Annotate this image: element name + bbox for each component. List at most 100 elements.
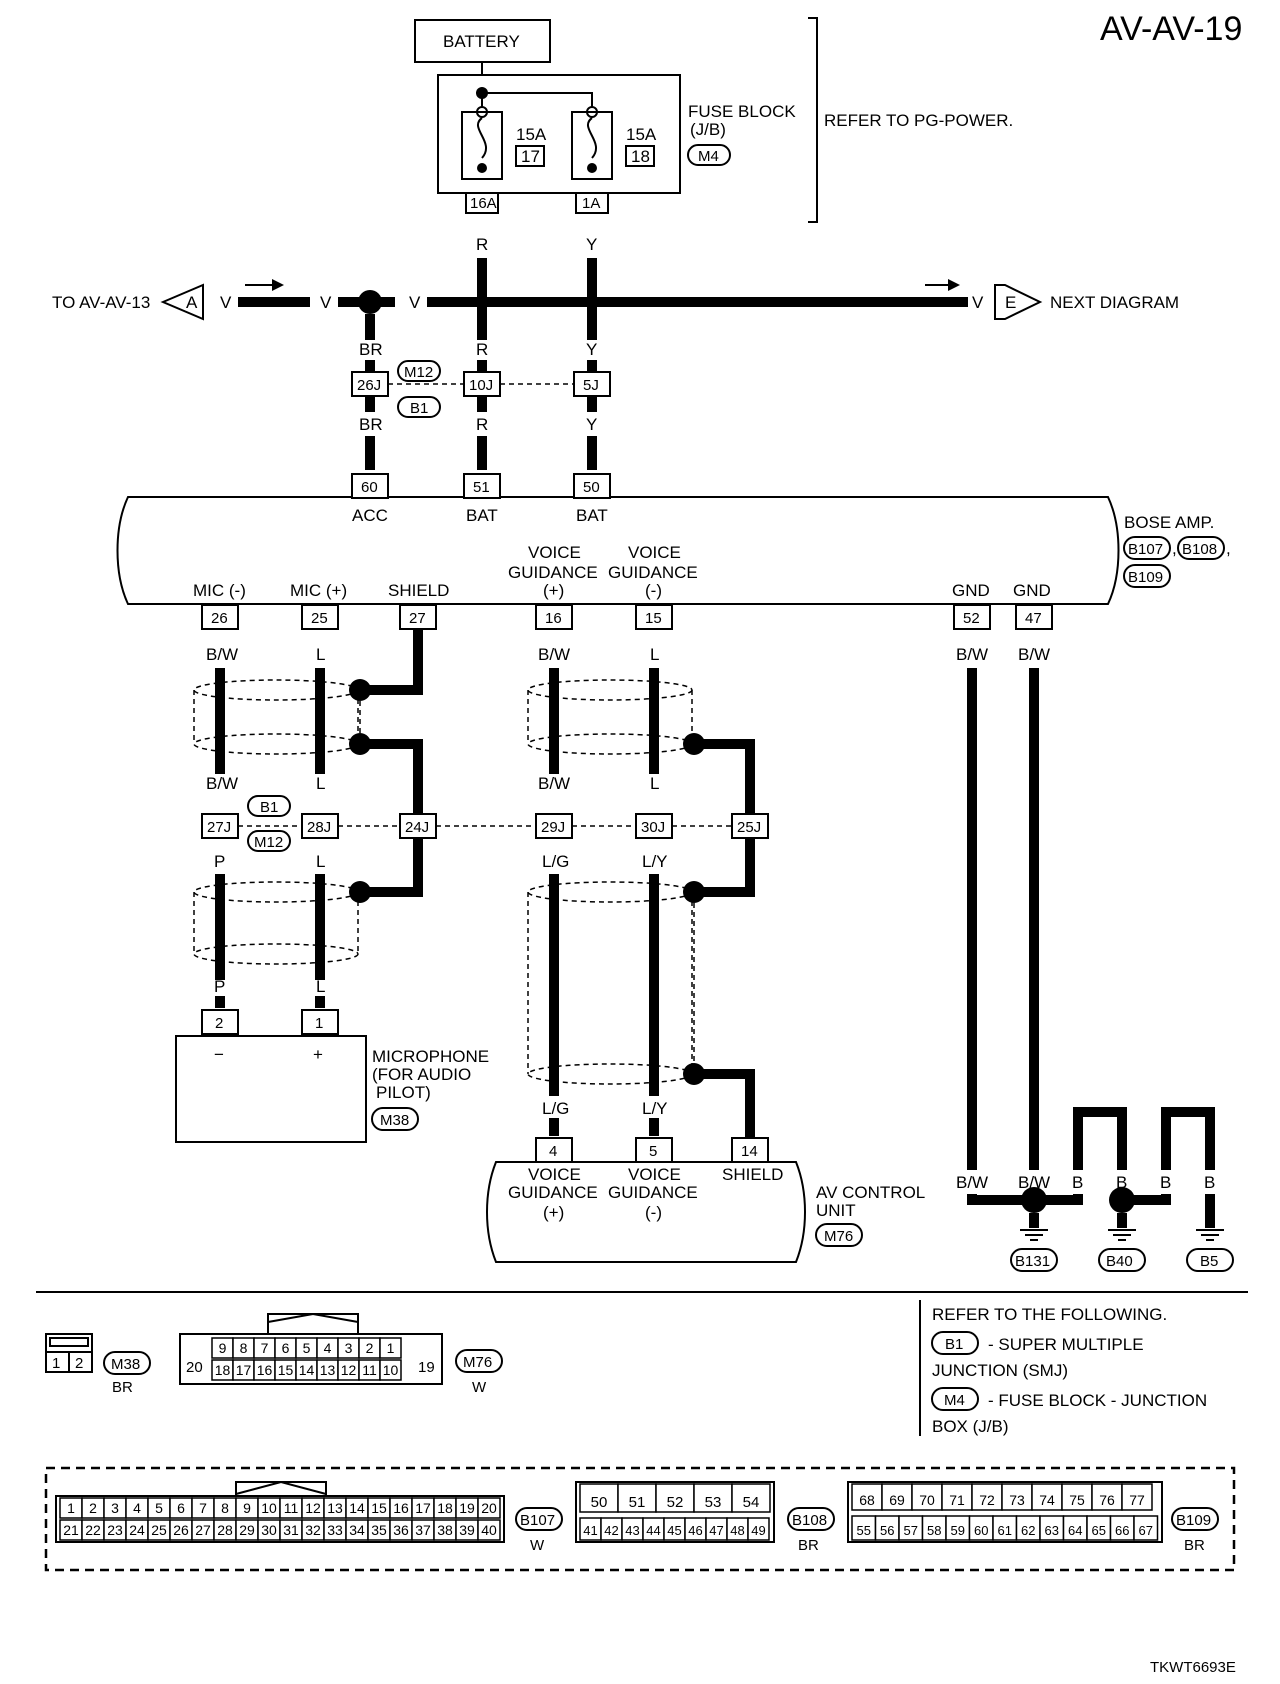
wire-color-b: B (1072, 1173, 1083, 1192)
pin: 44 (646, 1523, 660, 1538)
pin: 32 (305, 1522, 321, 1538)
pin: 7 (261, 1340, 269, 1356)
pin-cell (379, 1359, 402, 1381)
amp-term: 16 (545, 610, 562, 627)
junction-mid-term: 28J (307, 819, 331, 836)
pin: 11 (362, 1362, 377, 1378)
av-term-name: GUIDANCE (508, 1183, 598, 1202)
battery-box (414, 19, 551, 63)
av-term-name: GUIDANCE (608, 1183, 698, 1202)
wire-color-l: L (650, 774, 659, 793)
pin: 9 (219, 1340, 227, 1356)
wire-color-ly: L/Y (642, 1099, 668, 1118)
microphone-conn: M38 (380, 1112, 409, 1129)
amp-term: 60 (361, 479, 378, 496)
pin: 60 (974, 1523, 988, 1538)
pin: 35 (371, 1522, 387, 1538)
pin: 68 (859, 1492, 875, 1508)
wire-color-br-1: BR (359, 340, 383, 359)
pin: 8 (240, 1340, 248, 1356)
pin: 49 (751, 1523, 765, 1538)
pin: 8 (221, 1500, 229, 1516)
amp-term-name: GND (1013, 581, 1051, 600)
pin: 36 (393, 1522, 409, 1538)
pin: 41 (583, 1523, 597, 1538)
pin: 55 (857, 1523, 871, 1538)
pin-cell (477, 1497, 501, 1519)
amp-term: 50 (583, 479, 600, 496)
av-control-unit-box (486, 1161, 806, 1263)
bose-amp-box (116, 496, 1120, 605)
bose-amp-conn: B108 (1182, 541, 1217, 558)
wire-color-p: P (214, 977, 225, 996)
connector-m38: 1 2 M38 BR (45, 1333, 151, 1396)
pin: 18 (215, 1362, 231, 1378)
conn-id: M76 (463, 1354, 492, 1371)
wire-color-r-1: R (476, 235, 488, 254)
fuse-17-num: 17 (521, 147, 540, 166)
pin: 23 (107, 1522, 123, 1538)
amp-term: 47 (1025, 610, 1042, 627)
bose-amp-conn: B109 (1128, 569, 1163, 586)
pin: 37 (415, 1522, 431, 1538)
junction-mid-term: 27J (207, 819, 231, 836)
bus-color-3: V (409, 293, 421, 312)
pin-cell (1121, 1483, 1153, 1511)
pin: 16 (257, 1362, 273, 1378)
conn-color: BR (1184, 1537, 1205, 1554)
conn-color: W (472, 1379, 487, 1396)
pin-cell (881, 1483, 913, 1511)
pin: 33 (327, 1522, 343, 1538)
wire-color-p: P (214, 852, 225, 871)
junction-top-conn-a: M12 (404, 364, 433, 381)
amp-term: 27 (409, 610, 426, 627)
wire-color-bw: B/W (538, 645, 570, 664)
av-term-name: VOICE (628, 1165, 681, 1184)
pin: 34 (349, 1522, 365, 1538)
pin: 59 (951, 1523, 965, 1538)
pin: 61 (998, 1523, 1012, 1538)
legend-conn-2: M4 (944, 1392, 965, 1409)
pin: 10 (261, 1500, 277, 1516)
pin-cell (1001, 1483, 1033, 1511)
fuse-block-sub: (J/B) (690, 120, 726, 139)
wire-color-lg: L/G (542, 852, 569, 871)
pin: 6 (177, 1500, 185, 1516)
av-term-name: (+) (543, 1203, 564, 1222)
junction-top-term: 10J (469, 377, 493, 394)
pin: 2 (89, 1500, 97, 1516)
junction-mid-term: 30J (641, 819, 665, 836)
pin: 53 (705, 1494, 722, 1511)
pin: 71 (949, 1492, 965, 1508)
pin: 11 (284, 1500, 299, 1516)
pin: 67 (1139, 1523, 1153, 1538)
junction-top-term: 5J (583, 377, 599, 394)
pin-cell (477, 1519, 501, 1541)
wire-color-l: L (650, 645, 659, 664)
page-id: AV-AV-19 (1100, 10, 1242, 48)
pin: 77 (1129, 1492, 1145, 1508)
wire-color-b: B (1204, 1173, 1215, 1192)
pin: 63 (1045, 1523, 1059, 1538)
pin: 3 (345, 1340, 353, 1356)
wire-color-bw: B/W (956, 645, 988, 664)
pin: 5 (155, 1500, 163, 1516)
pin: 46 (688, 1523, 702, 1538)
pin: 18 (437, 1500, 453, 1516)
pin: 16 (393, 1500, 409, 1516)
pin: 13 (327, 1500, 343, 1516)
av-term-name: (-) (645, 1203, 662, 1222)
mic-term: 1 (315, 1015, 323, 1032)
pin: 19 (459, 1500, 475, 1516)
wire-color-bw: B/W (1018, 1173, 1050, 1192)
svg-text:,: , (1172, 539, 1177, 558)
ground-conn: B131 (1015, 1253, 1050, 1270)
bus-to-label: NEXT DIAGRAM (1050, 293, 1179, 312)
pin-cell (1061, 1483, 1093, 1511)
legend-text-1: - SUPER MULTIPLE (988, 1335, 1144, 1354)
pin-cell (747, 1517, 770, 1541)
pin: 62 (1021, 1523, 1035, 1538)
pin: 12 (341, 1362, 357, 1378)
